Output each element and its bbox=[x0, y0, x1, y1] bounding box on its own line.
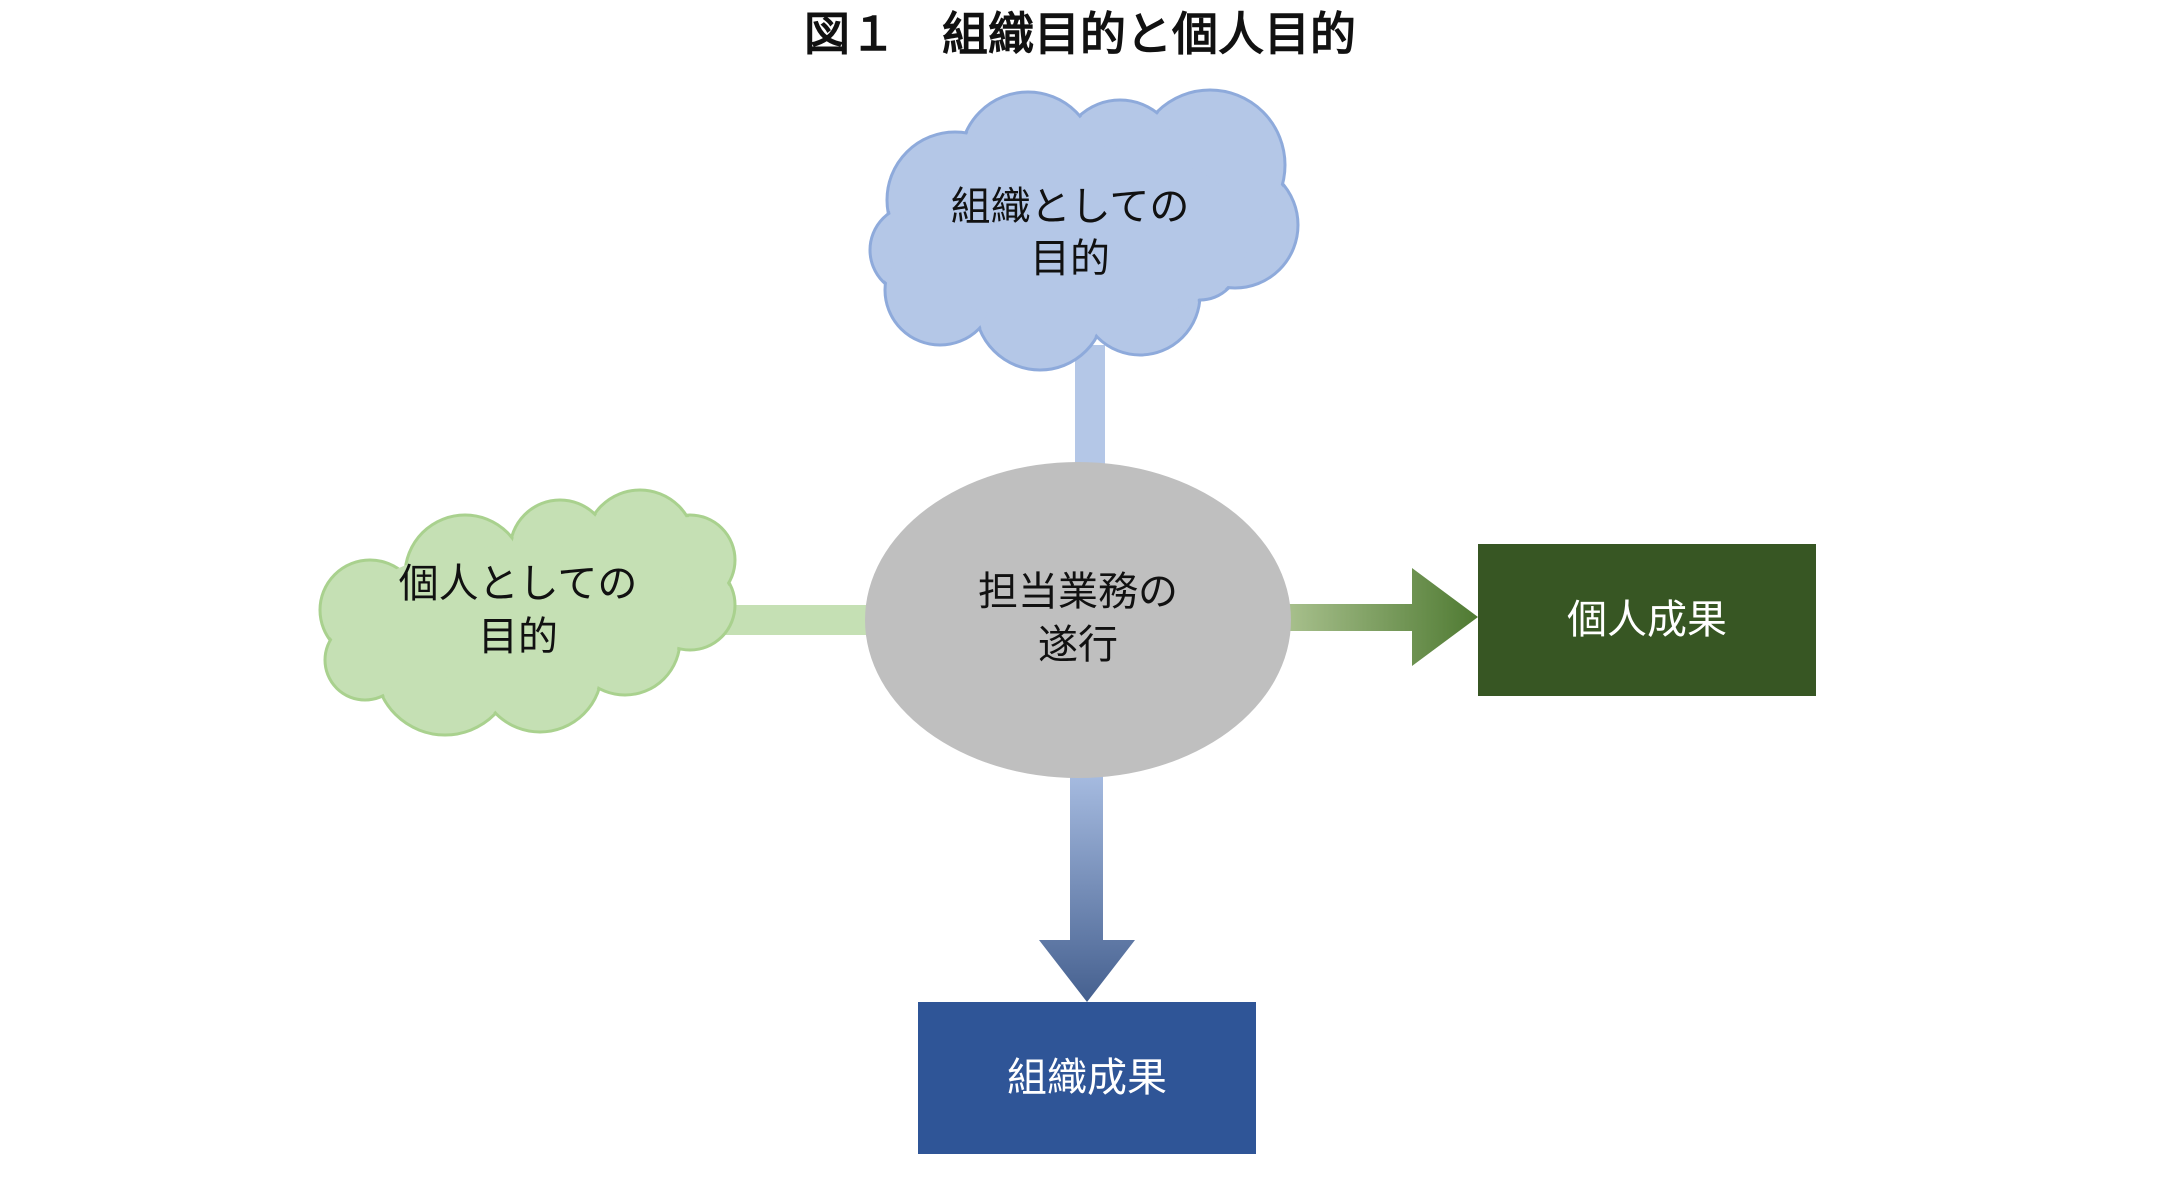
personal-purpose-line2: 目的 bbox=[478, 614, 558, 660]
personal-purpose-connector bbox=[720, 605, 870, 635]
personal-result-box: 個人成果 bbox=[1478, 544, 1816, 696]
personal-purpose-cloud: 個人としての 目的 bbox=[318, 488, 737, 737]
personal-purpose-line1: 個人としての bbox=[399, 561, 638, 607]
arrow-to-org-result bbox=[1039, 770, 1135, 1002]
arrow-to-personal-result bbox=[1285, 568, 1478, 666]
org-purpose-connector bbox=[1075, 345, 1105, 475]
task-execution-line2: 遂行 bbox=[1038, 622, 1118, 668]
task-execution-line1: 担当業務の bbox=[978, 569, 1178, 615]
org-purpose-line2: 目的 bbox=[1030, 236, 1110, 282]
figure-title: 図１ 組織目的と個人目的 bbox=[804, 7, 1356, 61]
org-purpose-cloud: 組織としての 目的 bbox=[868, 88, 1300, 372]
org-result-box: 組織成果 bbox=[918, 1002, 1256, 1154]
org-purpose-line1: 組織としての bbox=[951, 184, 1190, 230]
personal-result-label: 個人成果 bbox=[1567, 597, 1727, 643]
task-execution-node: 担当業務の 遂行 bbox=[865, 462, 1291, 778]
org-result-label: 組織成果 bbox=[1007, 1055, 1167, 1101]
